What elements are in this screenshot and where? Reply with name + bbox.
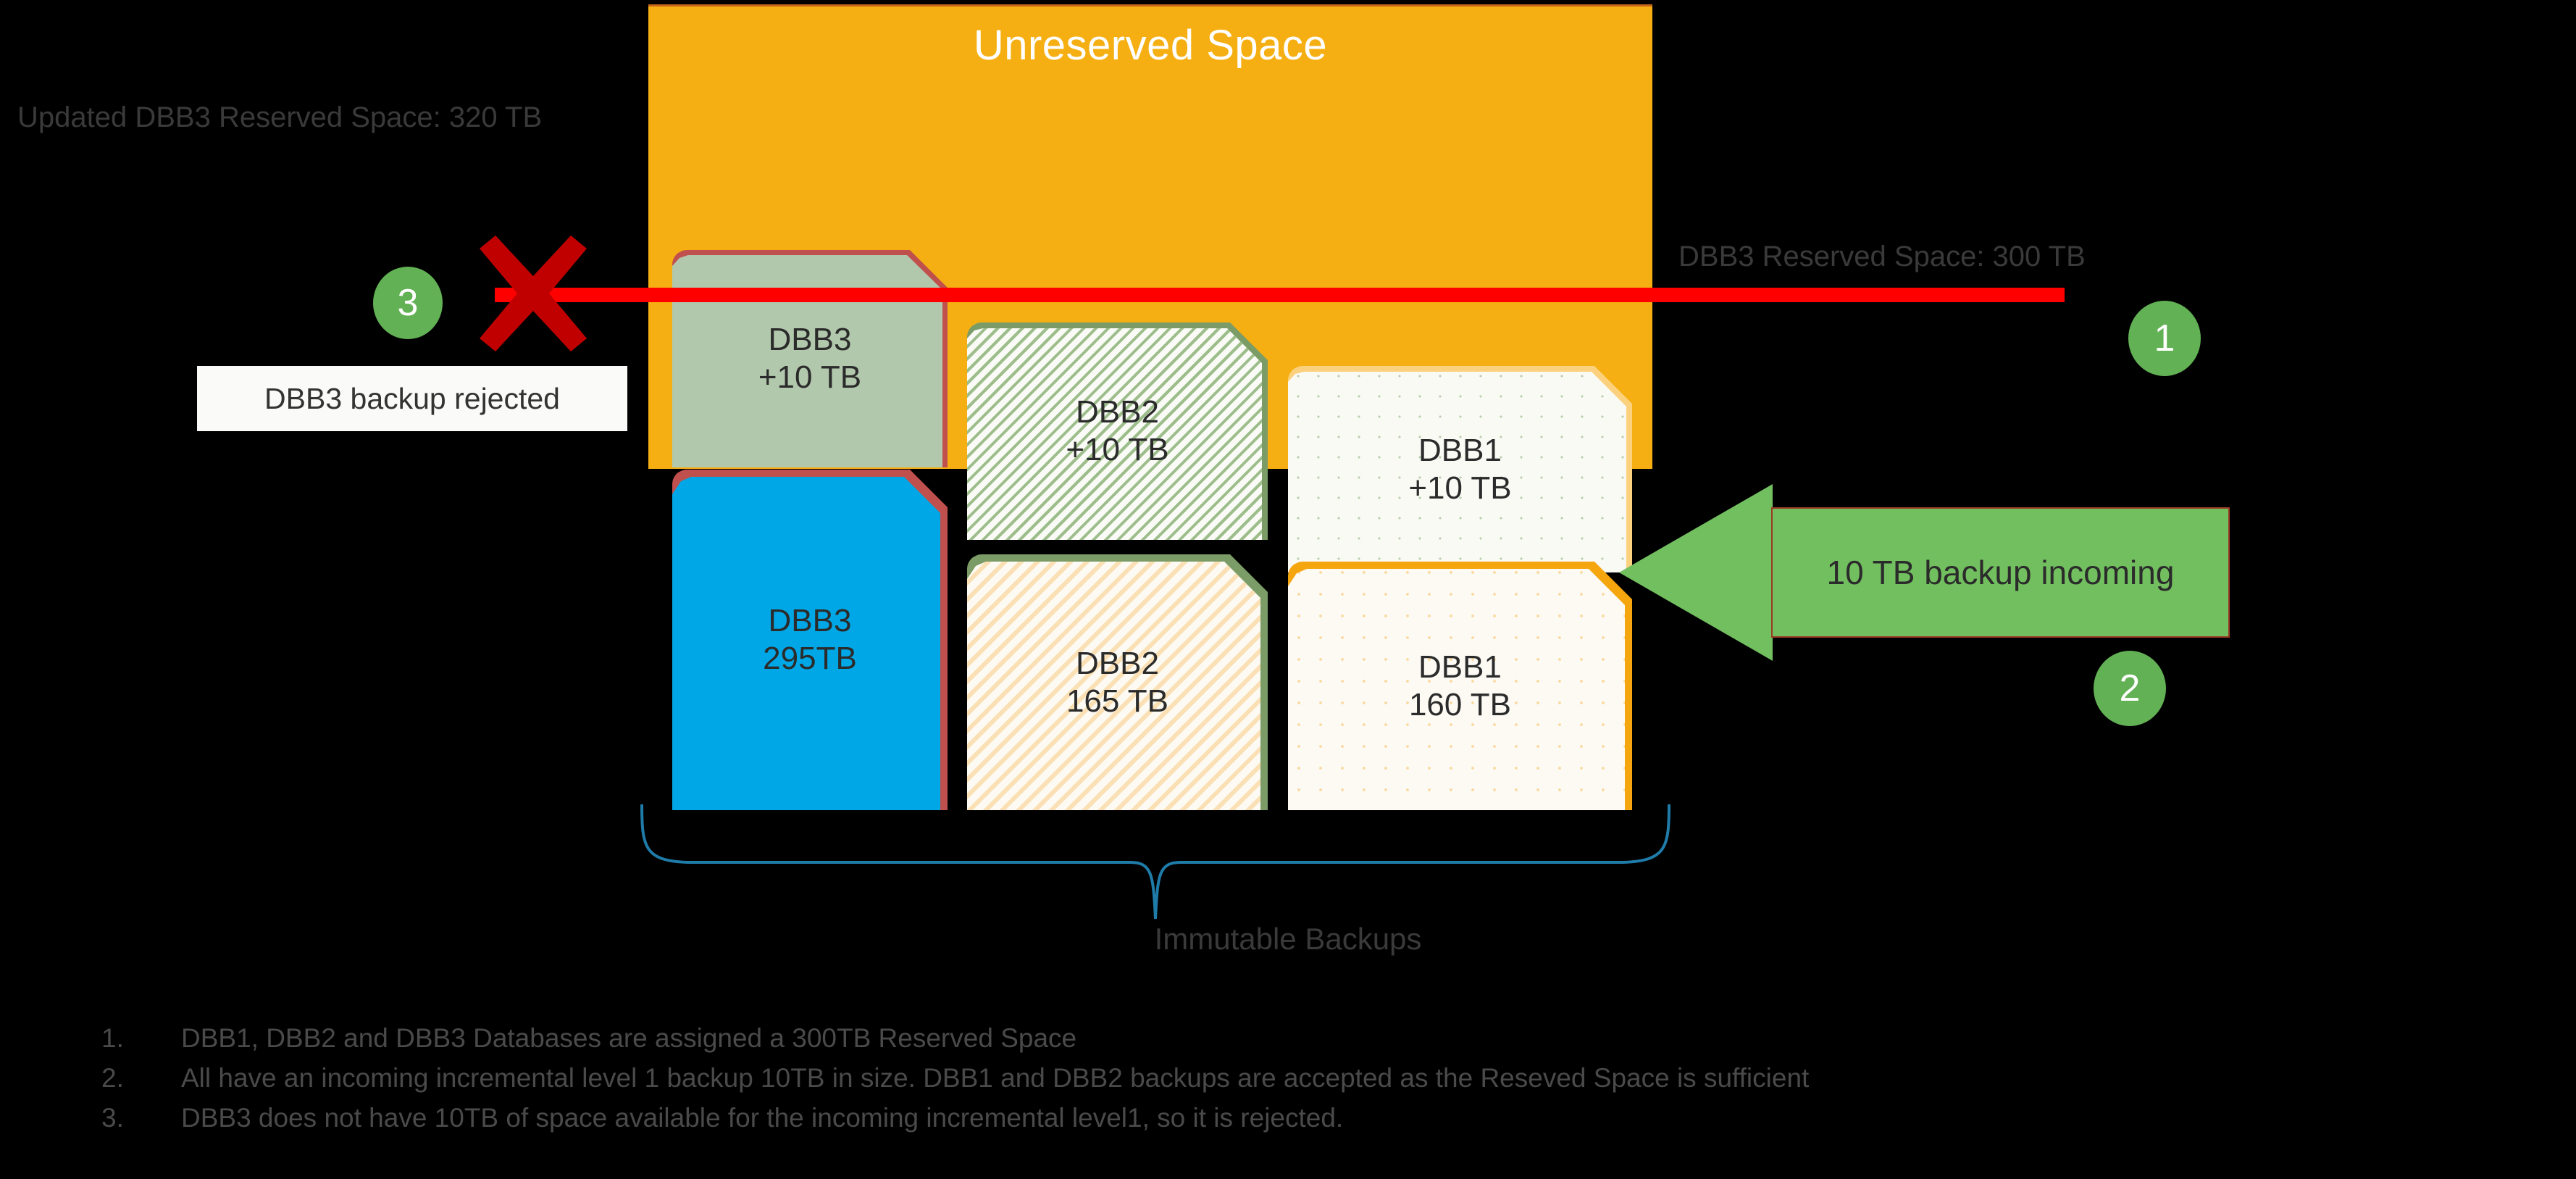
card-dbb1-incoming-name: DBB1 <box>1418 432 1502 468</box>
reserved-space-label: DBB3 Reserved Space: 300 TB <box>1678 241 2086 272</box>
card-dbb3-base-label: DBB3 295TB <box>763 602 857 678</box>
card-dbb1-incoming-fill <box>1288 366 1632 572</box>
card-dbb3-incoming-size: +10 TB <box>758 359 862 395</box>
immutable-backups-brace <box>640 804 1670 920</box>
card-dbb2-base-name: DBB2 <box>1076 645 1159 681</box>
arrow-head-icon <box>1619 484 1773 661</box>
card-dbb2-incoming-name: DBB2 <box>1076 394 1159 430</box>
card-dbb1-incoming-size: +10 TB <box>1408 470 1512 506</box>
step-marker-1: 1 <box>2128 301 2201 376</box>
note-number: 1. <box>101 1023 124 1053</box>
reserved-space-line <box>495 288 2065 302</box>
card-dbb1-base-name: DBB1 <box>1418 649 1502 685</box>
card-dbb2-incoming-fill <box>967 322 1268 540</box>
card-dbb3-incoming-fill <box>672 250 948 467</box>
card-dbb3-incoming-name: DBB3 <box>768 322 852 358</box>
step-marker-2: 2 <box>2094 651 2166 726</box>
card-dbb3-base-fill <box>672 470 948 810</box>
card-dbb1-incoming: DBB1 +10 TB <box>1288 366 1632 572</box>
card-dbb2-incoming-label: DBB2 +10 TB <box>1066 393 1168 469</box>
card-dbb2-base-size: 165 TB <box>1066 683 1169 719</box>
step-marker-3: 3 <box>373 267 443 339</box>
card-dbb2-base-label: DBB2 165 TB <box>1066 645 1168 720</box>
list-item: 3. DBB3 does not have 10TB of space avai… <box>101 1103 2492 1133</box>
card-dbb2-incoming-size: +10 TB <box>1066 432 1169 467</box>
note-number: 2. <box>101 1063 124 1093</box>
card-dbb1-incoming-label: DBB1 +10 TB <box>1408 432 1511 507</box>
card-dbb2-base: DBB2 165 TB <box>967 554 1268 810</box>
card-dbb2-incoming: DBB2 +10 TB <box>967 322 1268 540</box>
card-dbb1-base-fill <box>1288 562 1632 810</box>
card-dbb3-base: DBB3 295TB <box>672 470 948 810</box>
card-dbb1-base-label: DBB1 160 TB <box>1409 649 1511 724</box>
card-dbb3-base-size: 295TB <box>763 641 857 676</box>
note-text: DBB3 does not have 10TB of space availab… <box>181 1103 1344 1133</box>
card-dbb3-incoming: DBB3 +10 TB <box>672 250 948 467</box>
card-dbb1-base-size: 160 TB <box>1408 686 1512 722</box>
list-item: 1. DBB1, DBB2 and DBB3 Databases are ass… <box>101 1023 2492 1054</box>
incoming-backup-arrow: 10 TB backup incoming <box>1619 484 2230 661</box>
rejected-x-icon <box>480 236 587 351</box>
note-number: 3. <box>101 1103 124 1133</box>
list-item: 2. All have an incoming incremental leve… <box>101 1063 2492 1093</box>
immutable-backups-label: Immutable Backups <box>1154 922 1422 956</box>
note-text: DBB1, DBB2 and DBB3 Databases are assign… <box>181 1023 1077 1053</box>
incoming-backup-arrow-label: 10 TB backup incoming <box>1771 507 2230 638</box>
card-dbb3-incoming-label: DBB3 +10 TB <box>758 321 861 396</box>
card-dbb3-base-name: DBB3 <box>768 603 852 639</box>
card-dbb2-base-fill <box>967 554 1268 810</box>
notes-list: 1. DBB1, DBB2 and DBB3 Databases are ass… <box>101 1023 2492 1143</box>
updated-reserved-space-label: Updated DBB3 Reserved Space: 320 TB <box>17 101 543 133</box>
card-dbb1-base: DBB1 160 TB <box>1288 562 1632 810</box>
unreserved-space-title: Unreserved Space <box>973 22 1328 69</box>
rejected-callout: DBB3 backup rejected <box>197 366 627 431</box>
note-text: All have an incoming incremental level 1… <box>181 1063 1810 1093</box>
